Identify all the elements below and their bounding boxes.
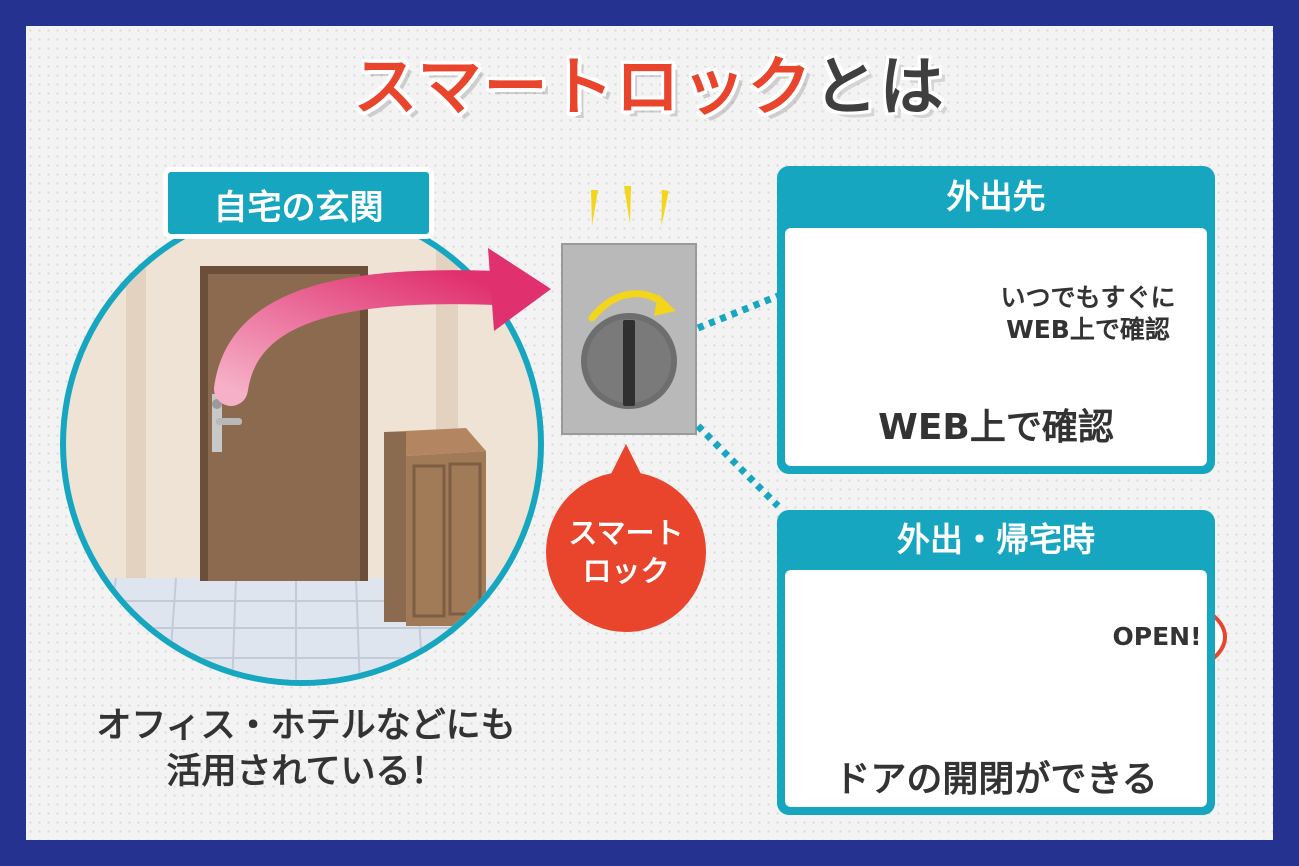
outside-bubble-text: いつでもすぐに WEB上で確認	[972, 282, 1204, 346]
home-caption-line1: オフィス・ホテルなどにも	[96, 706, 516, 746]
connector-line-arrival	[695, 423, 781, 509]
open-bubble-text: OPEN!	[1112, 622, 1202, 651]
smart-lock-badge-text: スマート ロック	[546, 514, 706, 590]
outside-bubble-line1: いつでもすぐに	[1000, 283, 1176, 312]
outside-card-body: WEB上で確認	[785, 228, 1207, 466]
smart-lock-line1: スマート	[568, 516, 684, 550]
outside-bubble-line2: WEB上で確認	[1006, 315, 1170, 344]
shoe-cabinet	[384, 428, 486, 626]
outside-card: 外出先 WEB上で確認	[777, 166, 1215, 474]
arrival-card-body: ドアの開閉ができる	[785, 570, 1207, 807]
smart-lock-line2: ロック	[582, 554, 670, 588]
connector-line-outside	[696, 292, 780, 332]
outside-header: 外出先	[946, 177, 1046, 216]
title-accent: スマートロック	[353, 51, 814, 125]
arrival-label: ドアの開閉ができる	[834, 759, 1158, 800]
home-entrance-label: 自宅の玄関	[163, 167, 434, 239]
infographic: スマートロックとは 自宅の玄関 オフィス・ホテルなどにも 活用されている！ スマ…	[26, 26, 1273, 840]
arrival-header: 外出・帰宅時	[897, 520, 1095, 559]
smart-lock-device	[561, 186, 697, 435]
illustration	[60, 186, 1227, 762]
arrow-to-lock	[214, 248, 551, 406]
title-rest: とは	[813, 51, 946, 125]
smart-lock-badge	[546, 444, 706, 632]
home-caption-line2: 活用されている！	[166, 752, 446, 792]
page-title: スマートロックとは	[26, 48, 1273, 128]
arrival-card: 外出・帰宅時 ドアの開閉ができる	[777, 510, 1215, 815]
outside-label: WEB上で確認	[878, 407, 1114, 448]
